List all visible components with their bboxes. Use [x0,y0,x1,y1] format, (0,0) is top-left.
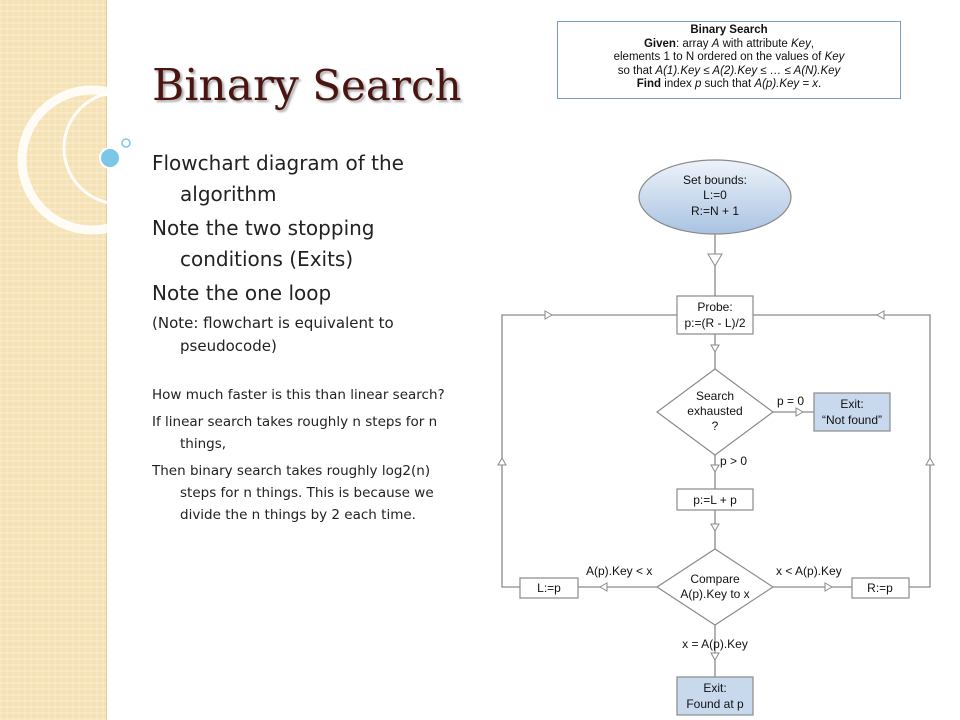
exit-not-found-line-2: “Not found” [822,413,882,427]
exit-not-found-line-1: Exit: [840,397,863,411]
label-x-less-than-key: x < A(p).Key [776,564,842,578]
start-line-2: L:=0 [703,188,727,202]
arrowhead-down [710,523,720,533]
label-p-greater-0: p > 0 [720,454,747,468]
flow-arrowheads [497,253,935,662]
arrowhead-right [795,407,805,417]
definition-text: so that [617,64,656,77]
set-r-text: R:=p [867,581,893,595]
arrowhead-left [598,582,608,592]
arrowhead-up [925,456,935,466]
start-line-3: R:=N + 1 [691,204,739,218]
definition-line-1: Given: array A with attribute Key, [558,38,900,52]
bullet-item: Then binary search takes roughly log2(n)… [152,463,434,523]
set-l-text: L:=p [537,581,561,595]
bullet-item: (Note: flowchart is equivalent to pseudo… [152,314,394,355]
search-exhausted-decision: Search exhausted ? [655,368,775,456]
set-l-node: L:=p [519,577,579,599]
definition-text: index [661,78,695,90]
compare-line-2: A(p).Key to x [680,587,749,601]
definition-text: , [810,37,815,50]
definition-text: with attribute [719,37,791,50]
decision1-line-2: exhausted [687,404,742,418]
bullet-item: How much faster is this than linear sear… [152,387,445,403]
decision1-line-1: Search [696,389,734,403]
definition-title: Binary Search [690,24,768,36]
compare-line-1: Compare [690,572,740,586]
loop-left [501,314,677,588]
definition-line-4: Find index p such that A(p).Key = x. [558,78,900,92]
definition-line-3: so that A(1).Key ≤ A(2).Key ≤ … ≤ A(N).K… [558,65,900,79]
arrowhead-right [544,310,554,320]
definition-var: p [694,78,702,90]
title-word-2: Search [312,61,462,110]
exit-found-line-2: Found at p [686,697,744,711]
bullet-item: Note the two stopping conditions (Exits) [152,216,375,271]
decorative-circles [17,85,178,235]
probe-node: Probe: p:=(R - L)/2 [676,295,754,335]
flow-connectors [501,234,931,677]
page-title: Binary Search [152,60,462,111]
probe-line-1: Probe: [697,300,732,314]
definition-text: such that [701,78,755,90]
bullet-item: If linear search takes roughly n steps f… [152,414,438,452]
bullet-item: Note the one loop [152,281,332,305]
definition-var: Key [824,51,845,63]
start-node: Set bounds: L:=0 R:=N + 1 [638,159,792,235]
exit-not-found-node: Exit: “Not found” [813,392,891,432]
arrowhead-right [824,582,834,592]
definition-box: Binary Search Given: array A with attrib… [557,21,901,99]
arrowhead-left [875,310,885,320]
set-r-node: R:=p [851,577,910,599]
arrowhead-up [497,456,507,466]
update-p-node: p:=L + p [676,488,754,511]
loop-right [753,314,931,588]
title-word-1: Binary [152,60,299,111]
bullet-list: Flowchart diagram of the algorithm Note … [152,148,462,531]
probe-line-2: p:=(R - L)/2 [684,316,745,330]
compare-decision: Compare A(p).Key to x [655,548,775,626]
definition-expr: A(p).Key = x [754,78,819,90]
decorative-sidebar [0,0,107,720]
given-label: Given [643,37,676,50]
label-x-equals-key: x = A(p).Key [682,637,748,651]
bullet-item: Flowchart diagram of the algorithm [152,151,404,206]
arrowhead-down [710,464,720,474]
exit-found-line-1: Exit: [703,681,726,695]
find-label: Find [636,78,662,90]
exit-found-node: Exit: Found at p [676,676,754,716]
definition-expr: A(1).Key ≤ A(2).Key ≤ … ≤ A(N).Key [655,64,841,77]
decision1-line-3: ? [712,419,719,433]
label-key-less-than-x: A(p).Key < x [586,564,652,578]
definition-text: : array [675,37,712,50]
arrowhead-down [707,253,723,267]
definition-text: elements 1 to N ordered on the values of [613,51,825,63]
update-p-text: p:=L + p [693,493,737,507]
start-line-1: Set bounds: [683,173,747,187]
label-p-equals-0: p = 0 [777,394,804,408]
definition-var: A [711,37,720,50]
definition-var: Key [791,37,811,50]
definition-text: . [818,78,822,90]
arrowhead-down [710,344,720,354]
arrowhead-down [710,652,720,662]
definition-line-2: elements 1 to N ordered on the values of… [558,51,900,65]
